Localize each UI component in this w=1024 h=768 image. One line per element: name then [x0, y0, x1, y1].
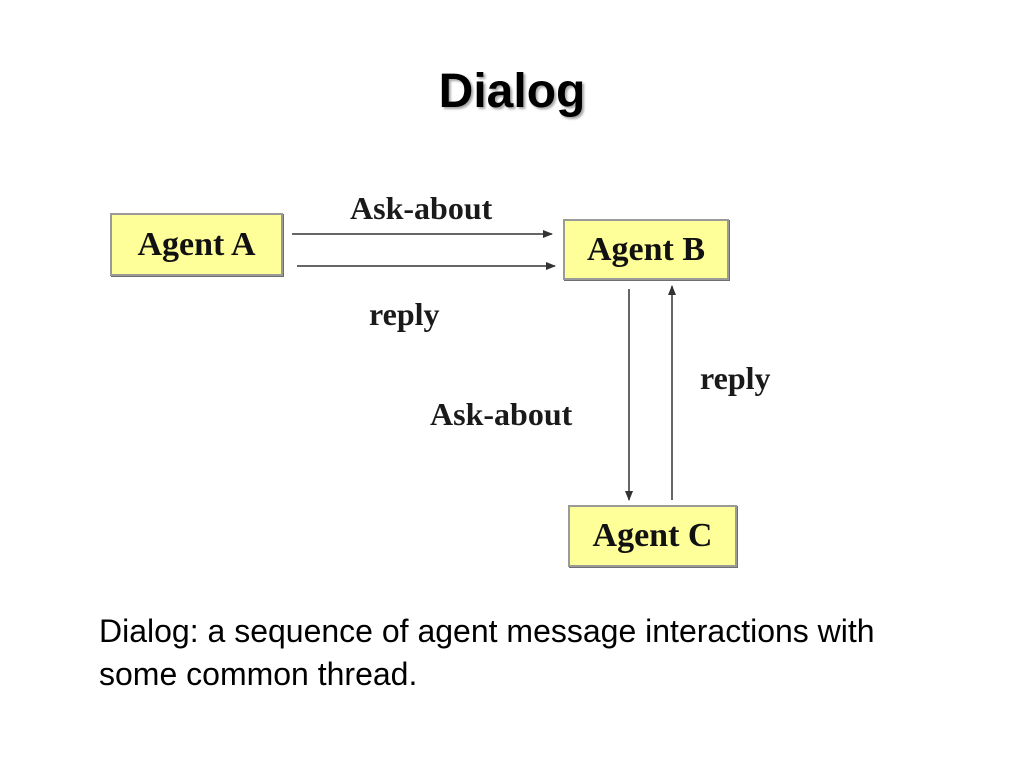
edge-label-reply-c-b: reply [700, 360, 771, 396]
agent-c-label: Agent C [592, 517, 713, 554]
slide-caption: Dialog: a sequence of agent message inte… [99, 613, 875, 692]
agent-a-label: Agent A [137, 225, 256, 263]
agent-c-node: Agent C [568, 505, 737, 567]
agent-b-label: Agent B [586, 230, 706, 268]
edge-label-reply-a-b: reply [369, 296, 440, 332]
slide-title: Dialog [438, 65, 586, 118]
agent-b-node: Agent B [563, 219, 729, 280]
edge-label-ask-about-a-b: Ask-about [350, 190, 493, 226]
edge-label-ask-about-b-c: Ask-about [430, 396, 573, 432]
agent-a-node: Agent A [110, 213, 283, 276]
